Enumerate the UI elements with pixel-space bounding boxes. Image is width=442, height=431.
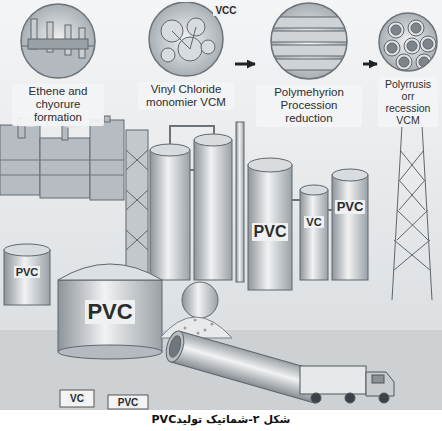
flow-arrow — [235, 63, 255, 66]
tank-label: VC — [68, 393, 86, 404]
tank-label: PVC — [14, 266, 41, 278]
tank-label: PVC — [85, 300, 134, 324]
process-stage: Polymehyrion Procession reduction — [256, 2, 362, 127]
tank-label: VCC — [213, 5, 238, 16]
tank-label: PVC — [116, 397, 141, 408]
tank-label: VC — [304, 216, 323, 228]
figure-caption: شکل ۲-شماتیک تولیدPVC — [0, 413, 442, 426]
tank-label: PVC — [335, 200, 366, 214]
process-stage: Ethene and chyorure formation — [12, 2, 104, 126]
stage-label: Ethene and chyorure formation — [12, 84, 104, 126]
stage-label: Polymehyrion Procession reduction — [256, 85, 362, 127]
tank-label: PVC — [252, 223, 289, 241]
stage-label: Vinyl Chloride monomier VCM — [138, 82, 234, 110]
process-stage: Vinyl Chloride monomier VCM — [138, 2, 234, 110]
flow-arrow — [363, 63, 377, 66]
stage-label: Polyrrusis orr recession VCM — [378, 77, 438, 127]
process-stage: Polyrrusis orr recession VCM — [378, 2, 438, 127]
